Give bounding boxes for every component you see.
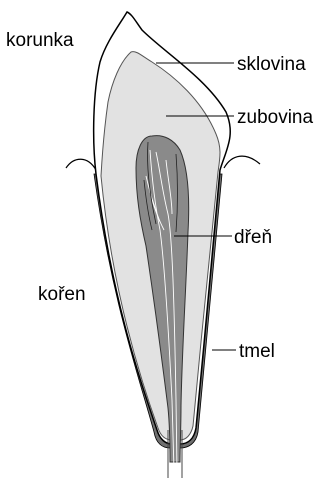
label-crown: korunka <box>6 30 74 51</box>
label-pulp: dřeň <box>234 227 272 248</box>
label-dentin: zubovina <box>237 107 313 128</box>
label-enamel: sklovina <box>237 54 306 75</box>
label-root: kořen <box>38 284 86 305</box>
gum-line-left <box>66 159 96 170</box>
label-cementum: tmel <box>239 341 275 362</box>
gum-line-right <box>224 156 260 168</box>
